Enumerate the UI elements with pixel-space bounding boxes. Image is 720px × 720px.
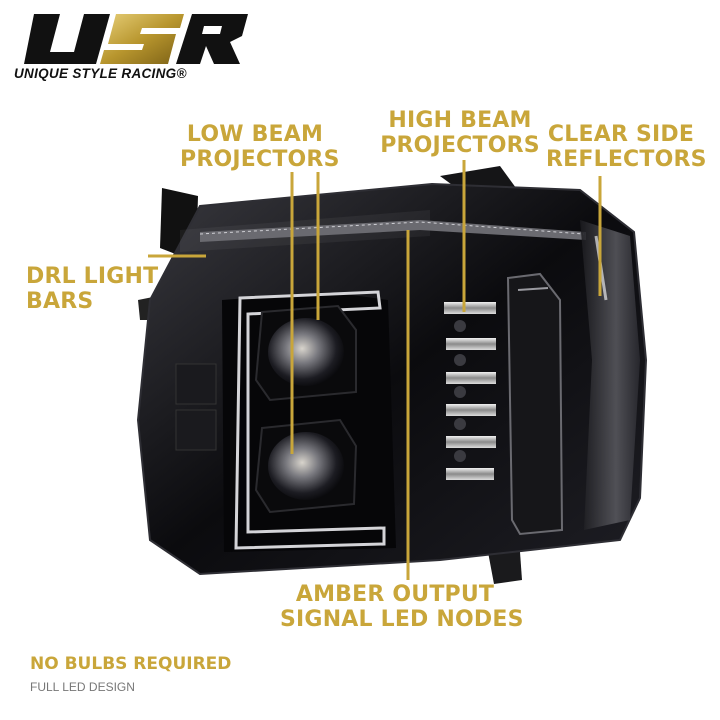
footer-title: NO BULBS REQUIRED — [30, 654, 232, 674]
brand-name: UNIQUE STYLE RACING® — [14, 66, 187, 81]
callout-low-beam-projectors: LOW BEAM PROJECTORS — [180, 122, 340, 172]
side-reflector — [580, 220, 640, 530]
callout-low-beam-line2: PROJECTORS — [180, 147, 340, 172]
callout-amber-line2: SIGNAL LED NODES — [280, 607, 524, 632]
drl-light-bar — [200, 220, 586, 242]
low-beam-projector-bottom — [268, 432, 344, 500]
usr-logo — [24, 14, 248, 64]
mount-tab-bottom — [488, 552, 522, 584]
callout-amber-output-signal: AMBER OUTPUT SIGNAL LED NODES — [280, 582, 524, 632]
callout-lines — [148, 160, 602, 580]
callout-drl-line2: BARS — [26, 289, 94, 314]
callout-drl-light-bars: DRL LIGHT BARS — [26, 264, 159, 314]
low-beam-projector-top — [268, 318, 344, 386]
footer-subtitle: FULL LED DESIGN — [30, 680, 135, 694]
callout-drl-line1: DRL LIGHT — [26, 264, 159, 289]
callout-side-line1: CLEAR SIDE — [547, 122, 695, 147]
callout-amber-line1: AMBER OUTPUT — [295, 582, 495, 607]
callout-low-beam-line1: LOW BEAM — [186, 122, 324, 147]
callout-high-beam-projectors: HIGH BEAM PROJECTORS — [380, 108, 540, 158]
callout-high-beam-line2: PROJECTORS — [380, 133, 540, 158]
callout-clear-side-reflectors: CLEAR SIDE REFLECTORS — [546, 122, 707, 172]
callout-high-beam-line1: HIGH BEAM — [388, 108, 532, 133]
amber-signal-led-nodes — [506, 272, 564, 536]
high-beam-projectors — [444, 302, 496, 480]
callout-side-line2: REFLECTORS — [546, 147, 707, 172]
